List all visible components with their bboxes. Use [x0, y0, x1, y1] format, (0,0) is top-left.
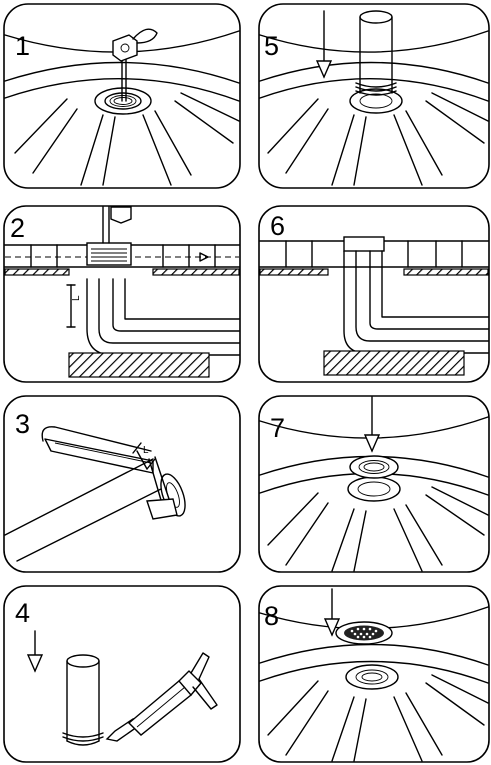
step-number: 1: [15, 31, 30, 61]
panel-frame: [3, 585, 241, 763]
step-number: 3: [15, 409, 30, 439]
down-arrow: [363, 396, 381, 453]
drill-tool: [112, 28, 158, 102]
step-3-panel: 3 L: [3, 395, 241, 573]
step-8-panel: 8: [258, 585, 490, 763]
dimension-label: L: [71, 295, 82, 301]
step-4-panel: 4: [3, 585, 241, 763]
step-2-panel: 2 L: [3, 205, 241, 383]
pipe-drawing: [4, 442, 186, 562]
strainer-ring: [349, 455, 399, 479]
shower-tray-drawing: [259, 606, 489, 762]
down-arrow: [315, 10, 333, 79]
step-number: 2: [10, 213, 25, 243]
step-5-panel: 5: [258, 3, 490, 189]
step-number: 5: [264, 31, 279, 61]
down-arrow: [26, 630, 44, 673]
step-7-panel: 7: [258, 395, 490, 573]
step-number: 8: [264, 601, 279, 631]
pipe: [355, 10, 397, 96]
panel-frame: [3, 205, 241, 383]
hacksaw-tool: [41, 426, 178, 520]
down-arrow: [323, 588, 341, 637]
cross-section-drawing: [259, 236, 489, 376]
step-number: 6: [270, 211, 285, 241]
step-number: 7: [270, 413, 285, 443]
cross-section-drawing: [4, 206, 240, 378]
drain-grate: [335, 621, 393, 645]
step-number: 4: [15, 598, 30, 628]
panel-frame: [258, 205, 490, 383]
shower-tray-drawing: [259, 30, 489, 186]
dimension-label: L: [143, 445, 149, 456]
caulking-gun: [105, 652, 218, 742]
step-1-panel: 1: [3, 3, 241, 189]
panel-frame: [3, 395, 241, 573]
step-6-panel: 6: [258, 205, 490, 383]
pipe-with-sealant: [62, 654, 104, 746]
